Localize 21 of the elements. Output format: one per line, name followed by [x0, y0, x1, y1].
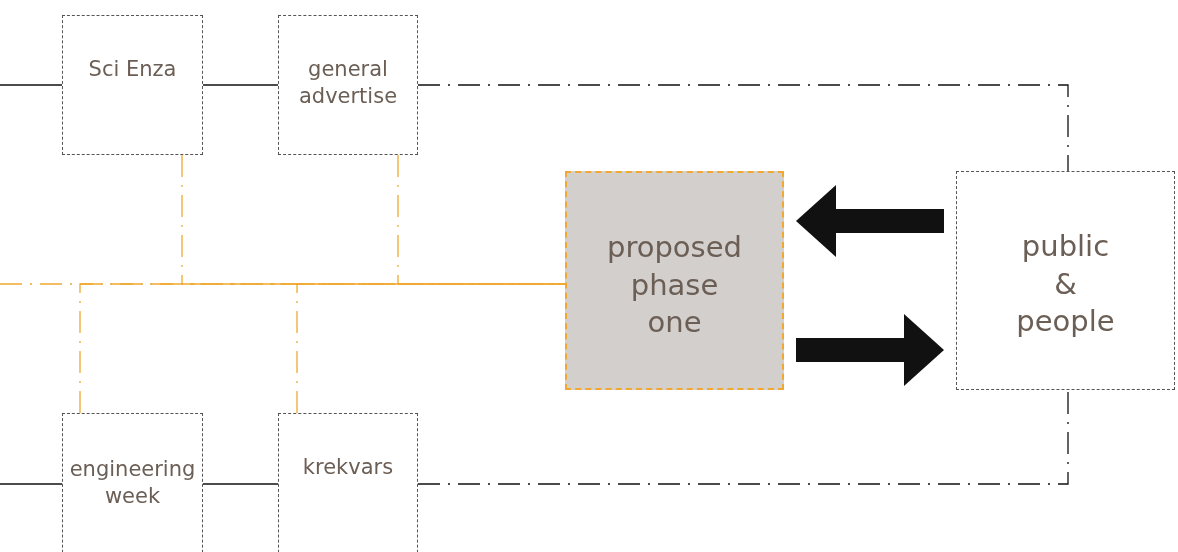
connector-line — [202, 84, 279, 86]
dashed-box — [278, 413, 418, 552]
box-label: krekvars — [301, 454, 395, 481]
box-label: proposed phase one — [606, 229, 743, 342]
box-label: public & people — [1015, 228, 1116, 341]
box-label: Sci Enza — [87, 56, 178, 83]
box-label: general advertise — [297, 56, 399, 111]
connector-line — [0, 483, 63, 485]
dashed-box — [62, 15, 203, 155]
block-arrow — [796, 185, 944, 257]
connector-line — [202, 483, 279, 485]
connector-line — [0, 84, 63, 86]
connector-line — [417, 389, 1069, 485]
box-label: engineering week — [68, 456, 197, 511]
connector-line — [0, 283, 566, 285]
dashed-box — [62, 413, 203, 552]
connector-line — [417, 84, 1069, 172]
block-arrow — [796, 314, 944, 386]
dashed-box — [565, 171, 784, 390]
dashed-box — [956, 171, 1175, 390]
dashed-box — [278, 15, 418, 155]
